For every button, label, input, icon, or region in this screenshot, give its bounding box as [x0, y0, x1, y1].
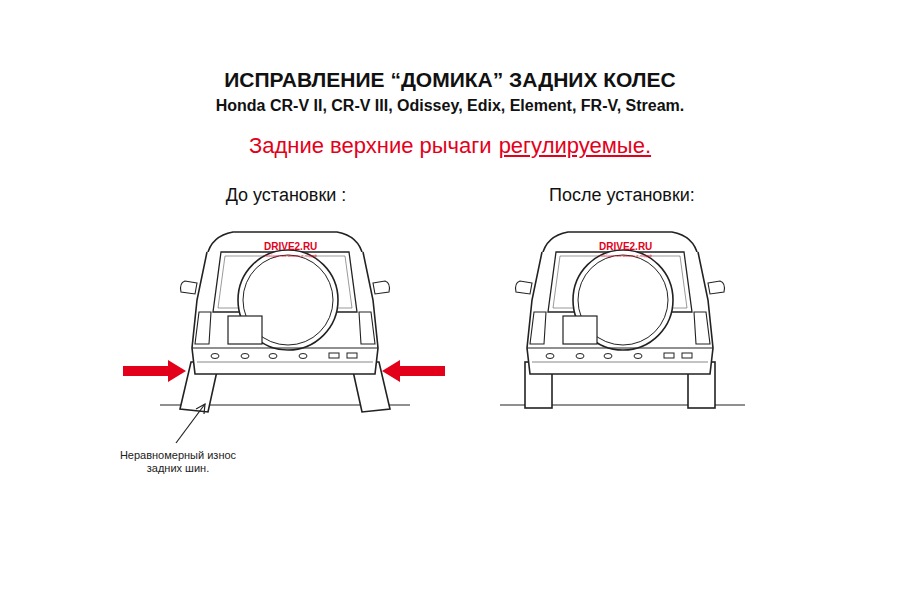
red-note: Задние верхние рычаги: [249, 133, 492, 158]
subtitle: Honda CR-V II, CR-V III, Odissey, Edix, …: [216, 97, 685, 115]
car-before: [160, 232, 410, 412]
watermark: DRIVE2.RU: [599, 241, 652, 253]
watermark-sub: сообщество машин и людей: [264, 254, 317, 259]
diagram-title: ИСПРАВЛЕНИЕ “ДОМИКА” ЗАДНИХ КОЛЕС: [224, 68, 676, 92]
car-after: [500, 232, 745, 408]
watermark: DRIVE2.RU: [264, 241, 317, 253]
caption-after: После установки:: [549, 185, 695, 206]
leader-line: [176, 404, 205, 443]
callout-note: Неравномерный износ задних шин.: [116, 449, 241, 474]
red-note: регулируемые.: [499, 133, 651, 158]
watermark-sub: сообщество машин и людей: [599, 254, 652, 259]
caption-before: До установки :: [226, 185, 347, 206]
red-arrow: [123, 360, 445, 382]
